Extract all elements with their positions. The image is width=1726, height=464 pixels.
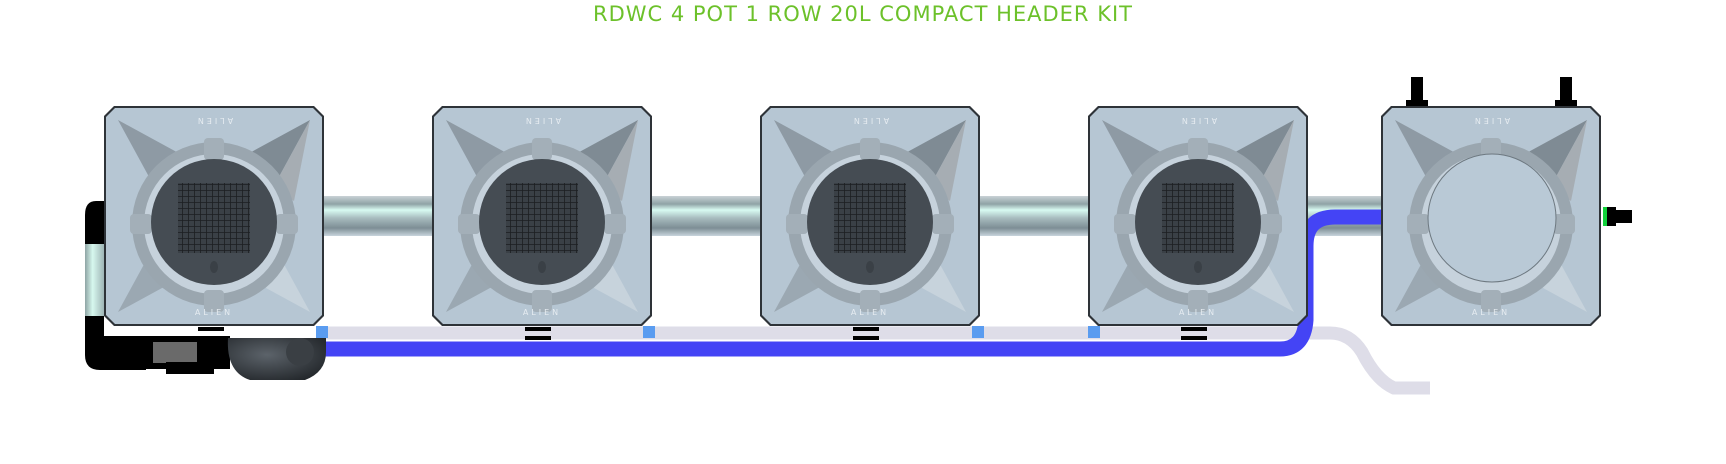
outlet-fitting <box>1603 207 1632 226</box>
return-tube <box>318 326 1430 395</box>
pump-assembly <box>146 336 326 380</box>
svg-text:ALIEN: ALIEN <box>195 308 233 317</box>
svg-text:ALIEN: ALIEN <box>1179 116 1217 125</box>
svg-text:ALIEN: ALIEN <box>851 308 889 317</box>
reservoir: ALIEN ALIEN <box>1381 77 1632 326</box>
pot-2: ALIEN ALIEN <box>432 106 652 326</box>
svg-text:ALIEN: ALIEN <box>523 308 561 317</box>
pot-4: ALIEN ALIEN <box>1088 106 1308 326</box>
left-elbow-fitting <box>85 201 146 370</box>
svg-text:ALIEN: ALIEN <box>851 116 889 125</box>
svg-text:ALIEN: ALIEN <box>523 116 561 125</box>
svg-text:ALIEN: ALIEN <box>195 116 233 125</box>
svg-text:ALIEN: ALIEN <box>1472 116 1510 125</box>
air-post-left <box>1411 77 1423 103</box>
pot-3: ALIEN ALIEN <box>760 106 980 326</box>
pot-feet <box>198 327 1207 340</box>
drain-connectors <box>316 326 1100 338</box>
svg-text:ALIEN: ALIEN <box>1179 308 1217 317</box>
reservoir-lid <box>1427 153 1557 283</box>
kit-title: RDWC 4 POT 1 ROW 20L COMPACT HEADER KIT <box>592 2 1133 26</box>
air-post-right <box>1560 77 1572 103</box>
svg-text:ALIEN: ALIEN <box>1472 308 1510 317</box>
pot-1: ALIEN ALIEN <box>104 106 324 326</box>
net-pot-mesh <box>178 183 250 253</box>
